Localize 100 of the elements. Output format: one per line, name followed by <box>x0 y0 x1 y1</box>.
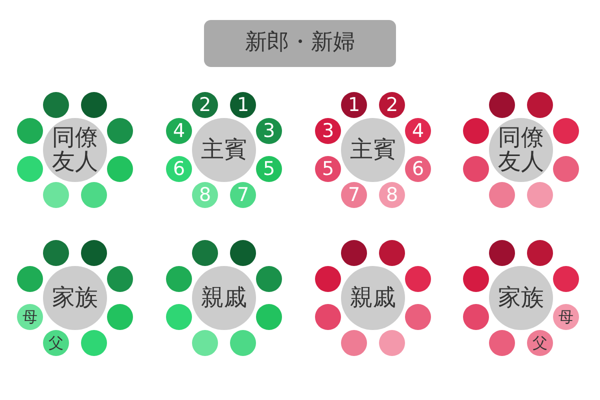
seat-circle <box>315 118 341 144</box>
seat-number: 5 <box>262 160 276 178</box>
seat-circle <box>107 118 133 144</box>
seat-circle <box>379 330 405 356</box>
round-table <box>43 266 107 330</box>
seat-circle <box>553 156 579 182</box>
title-text: 新郎・新婦 <box>245 31 355 56</box>
seat-number: 2 <box>198 96 212 114</box>
round-table <box>341 266 405 330</box>
seat-circle <box>341 182 367 208</box>
round-table <box>192 118 256 182</box>
seat-circle <box>43 240 69 266</box>
seat-number: 8 <box>198 186 212 204</box>
seat-circle <box>81 330 107 356</box>
seat-circle <box>17 118 43 144</box>
table-name: 親戚 <box>201 286 247 310</box>
seat-number: 6 <box>172 160 186 178</box>
table-name: 家族 <box>52 286 98 310</box>
seat-number: 2 <box>386 96 398 114</box>
seat-circle <box>341 330 367 356</box>
seat-number: 3 <box>262 122 276 140</box>
seat-circle <box>405 118 431 144</box>
seat-number: 3 <box>322 122 334 140</box>
table-name: 同僚友人 <box>497 126 545 174</box>
table-name: 同僚友人 <box>51 126 99 174</box>
seat-circle <box>379 182 405 208</box>
table-name: 主賓 <box>350 138 396 162</box>
seat-circle <box>192 182 218 208</box>
seat-number: 4 <box>172 122 186 140</box>
seat-circle <box>463 156 489 182</box>
seat-circle <box>81 240 107 266</box>
round-table <box>489 266 553 330</box>
seat-circle <box>553 118 579 144</box>
seat-circle <box>379 240 405 266</box>
seat-circle <box>230 240 256 266</box>
seat-circle <box>463 118 489 144</box>
seat-circle <box>315 304 341 330</box>
table-name: 親戚 <box>350 286 396 310</box>
title-banner <box>204 20 396 67</box>
seat-circle <box>43 92 69 118</box>
seat-number: 5 <box>322 160 334 178</box>
round-table <box>192 266 256 330</box>
seat-label: 母 <box>22 310 38 324</box>
seat-circle <box>315 156 341 182</box>
seat-label: 父 <box>48 336 64 350</box>
seat-circle <box>553 304 579 330</box>
seat-label: 母 <box>558 310 574 324</box>
seat-circle <box>489 240 515 266</box>
seat-circle <box>192 240 218 266</box>
seat-circle <box>527 240 553 266</box>
seat-circle <box>230 182 256 208</box>
seat-circle <box>463 266 489 292</box>
seat-circle <box>166 156 192 182</box>
seat-circle <box>17 304 43 330</box>
seat-circle <box>230 330 256 356</box>
seat-circle <box>405 266 431 292</box>
seat-number: 1 <box>236 96 250 114</box>
seat-circle <box>463 304 489 330</box>
table-name: 主賓 <box>201 138 247 162</box>
seat-circle <box>107 304 133 330</box>
round-table <box>341 118 405 182</box>
seat-circle <box>17 156 43 182</box>
seat-circle <box>230 92 256 118</box>
table-name: 家族 <box>498 286 544 310</box>
seat-number: 8 <box>386 186 398 204</box>
seat-circle <box>527 92 553 118</box>
seat-circle <box>256 304 282 330</box>
seat-circle <box>43 182 69 208</box>
seat-circle <box>405 304 431 330</box>
seat-number: 6 <box>412 160 424 178</box>
seat-circle <box>489 92 515 118</box>
seat-circle <box>81 92 107 118</box>
seat-circle <box>256 118 282 144</box>
round-table <box>489 118 553 182</box>
seat-circle <box>17 266 43 292</box>
seat-circle <box>81 182 107 208</box>
seat-circle <box>256 266 282 292</box>
seat-circle <box>379 92 405 118</box>
seat-circle <box>107 266 133 292</box>
seat-number: 1 <box>348 96 360 114</box>
seat-circle <box>489 182 515 208</box>
seat-circle <box>192 330 218 356</box>
seat-circle <box>166 266 192 292</box>
seat-circle <box>315 266 341 292</box>
seat-circle <box>166 304 192 330</box>
seat-circle <box>489 330 515 356</box>
seat-circle <box>527 182 553 208</box>
seat-circle <box>256 156 282 182</box>
seat-circle <box>107 156 133 182</box>
seat-circle <box>527 330 553 356</box>
seat-circle <box>553 266 579 292</box>
seat-circle <box>341 240 367 266</box>
seat-circle <box>341 92 367 118</box>
seat-circle <box>166 118 192 144</box>
seat-circle <box>192 92 218 118</box>
seat-circle <box>405 156 431 182</box>
seat-circle <box>43 330 69 356</box>
seat-number: 4 <box>412 122 424 140</box>
seat-number: 7 <box>236 186 250 204</box>
seat-label: 父 <box>532 336 548 350</box>
